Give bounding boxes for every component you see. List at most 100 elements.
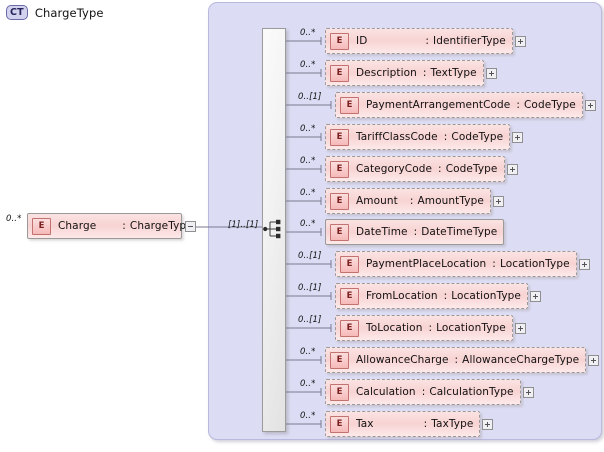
cardinality-label: 0..*	[300, 188, 316, 198]
element-name: ID	[356, 35, 368, 47]
cardinality-label: 0..*	[300, 156, 316, 166]
element-name: Calculation	[356, 386, 416, 398]
element-separator: :	[492, 258, 496, 270]
cardinality-label: 0..*	[300, 28, 316, 38]
complextype-badge: CT	[6, 5, 28, 20]
element-node-tax[interactable]: E Tax:TaxType	[325, 411, 481, 437]
element-separator: :	[516, 99, 520, 111]
element-badge: E	[330, 351, 349, 369]
cardinality-label: 0..*	[300, 379, 316, 389]
element-type: LocationType	[451, 290, 521, 302]
expand-button-tolocation[interactable]	[515, 323, 526, 334]
element-node-allowancecharge[interactable]: E AllowanceCharge:AllowanceChargeType	[325, 347, 587, 373]
element-separator: :	[425, 35, 430, 47]
element-separator: :	[409, 195, 414, 207]
element-node-amount[interactable]: E Amount:AmountType	[325, 188, 491, 214]
element-node-calculation[interactable]: E Calculation:CalculationType	[325, 379, 521, 405]
element-type: TaxType	[431, 418, 474, 430]
expand-button-categorycode[interactable]	[507, 164, 518, 175]
cardinality-label: 0..[1]	[298, 315, 322, 325]
element-type: DateTimeType	[421, 226, 498, 238]
element-separator: :	[422, 67, 427, 79]
element-node-tolocation[interactable]: E ToLocation:LocationType	[335, 315, 513, 341]
element-type: LocationType	[499, 258, 570, 270]
cardinality-label: 0..*	[300, 124, 316, 134]
element-name: TariffClassCode	[356, 131, 438, 143]
element-name: FromLocation	[366, 290, 438, 302]
collapse-button-charge[interactable]	[185, 221, 196, 232]
element-type: TextType	[430, 67, 477, 79]
element-name: CategoryCode	[356, 163, 433, 175]
cardinality-label: 0..*	[300, 347, 316, 357]
element-badge: E	[32, 217, 51, 235]
expand-button-paymentplacelocation[interactable]	[579, 259, 590, 270]
element-type: CalculationType	[429, 386, 514, 398]
element-badge: E	[330, 128, 349, 146]
element-separator: :	[421, 386, 426, 398]
element-name: Description	[356, 67, 417, 79]
element-node-categorycode[interactable]: E CategoryCode:CodeType	[325, 156, 505, 182]
element-node-tariffclasscode[interactable]: E TariffClassCode:CodeType	[325, 124, 511, 150]
expand-button-tariffclasscode[interactable]	[512, 132, 523, 143]
element-type: CodeType	[451, 131, 504, 143]
element-badge: E	[340, 287, 359, 305]
element-name: AllowanceCharge	[356, 354, 449, 366]
element-node-charge[interactable]: E Charge : ChargeType	[27, 213, 193, 239]
element-badge: E	[330, 415, 349, 433]
complextype-header: CT ChargeType	[6, 4, 104, 21]
element-name: PaymentPlaceLocation	[366, 258, 487, 270]
element-name: Charge	[58, 220, 97, 232]
expand-button-id[interactable]	[515, 36, 526, 47]
element-badge: E	[330, 192, 349, 210]
cardinality-label: 0..*	[300, 60, 316, 70]
element-type: IdentifierType	[433, 35, 506, 47]
element-name: DateTime	[356, 226, 408, 238]
element-name: Amount	[356, 195, 398, 207]
cardinality-label: 0..*	[300, 411, 316, 421]
expand-button-calculation[interactable]	[523, 387, 534, 398]
element-badge: E	[330, 160, 349, 178]
element-separator: :	[428, 322, 433, 334]
element-separator: :	[443, 290, 448, 302]
element-separator: :	[423, 418, 428, 430]
cardinality-label: 0..*	[300, 219, 316, 229]
root-cardinality: 0..*	[6, 214, 22, 224]
expand-button-allowancecharge[interactable]	[588, 355, 599, 366]
cardinality-label: 0..[1]	[298, 92, 322, 102]
element-name: Tax	[356, 418, 374, 430]
expand-button-paymentarrangementcode[interactable]	[585, 100, 596, 111]
element-badge: E	[340, 319, 359, 337]
element-badge: E	[330, 223, 349, 241]
element-badge: E	[340, 255, 359, 273]
complextype-title: ChargeType	[34, 5, 104, 20]
element-type: CodeType	[524, 99, 576, 111]
element-type: AllowanceChargeType	[462, 354, 580, 366]
element-type: LocationType	[436, 322, 506, 334]
element-separator: :	[438, 163, 442, 175]
element-name: ToLocation	[366, 322, 423, 334]
element-badge: E	[330, 32, 349, 50]
cardinality-label: 0..[1]	[298, 283, 322, 293]
element-separator: :	[122, 220, 126, 232]
element-node-fromlocation[interactable]: E FromLocation:LocationType	[335, 283, 528, 309]
expand-button-amount[interactable]	[493, 196, 504, 207]
expand-button-tax[interactable]	[482, 419, 493, 430]
element-separator: :	[443, 131, 448, 143]
element-node-datetime[interactable]: E DateTime:DateTimeType	[325, 219, 505, 245]
element-separator: :	[454, 354, 459, 366]
element-type: ChargeType	[129, 220, 193, 232]
element-badge: E	[330, 383, 349, 401]
element-node-paymentplacelocation[interactable]: E PaymentPlaceLocation:LocationType	[335, 251, 577, 277]
sequence-compositor-icon	[262, 218, 286, 240]
element-type: AmountType	[417, 195, 484, 207]
expand-button-fromlocation[interactable]	[530, 291, 541, 302]
expand-button-description[interactable]	[486, 68, 497, 79]
element-type: CodeType	[445, 163, 498, 175]
cardinality-label: 0..[1]	[298, 251, 322, 261]
element-node-id[interactable]: E ID:IdentifierType	[325, 28, 513, 54]
element-separator: :	[413, 226, 418, 238]
